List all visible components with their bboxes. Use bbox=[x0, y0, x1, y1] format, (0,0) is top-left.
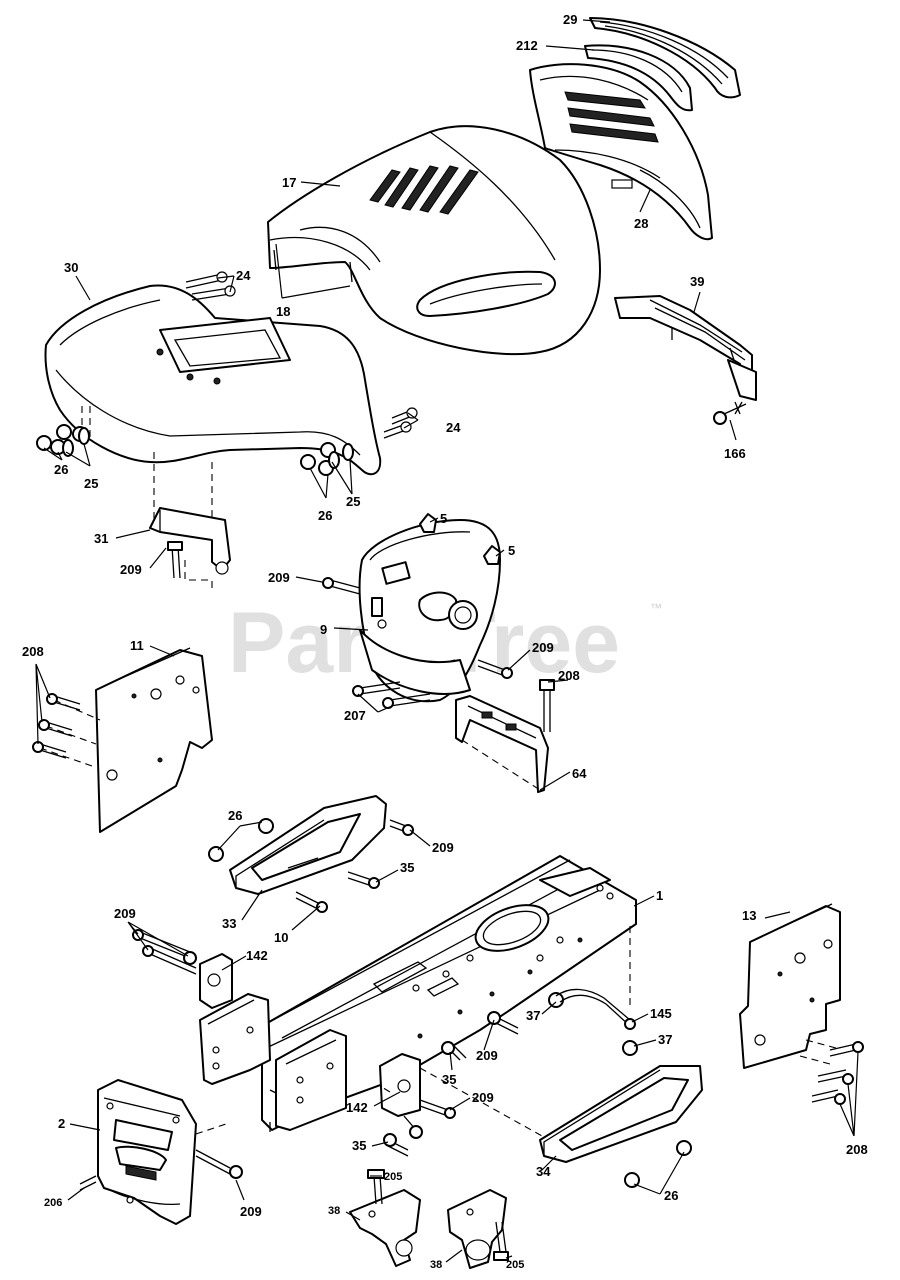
callout-26-c: 26 bbox=[228, 808, 242, 823]
callout-1: 1 bbox=[656, 888, 663, 903]
part-2-front-panel bbox=[79, 1079, 243, 1225]
callout-5-a: 5 bbox=[440, 511, 447, 526]
callout-33: 33 bbox=[222, 916, 236, 931]
callout-35-a: 35 bbox=[400, 860, 414, 875]
fasteners-26-25-right bbox=[300, 442, 354, 476]
callout-18: 18 bbox=[276, 304, 290, 319]
callout-206: 206 bbox=[44, 1197, 62, 1209]
callout-2: 2 bbox=[58, 1116, 65, 1131]
part-17-hood bbox=[267, 125, 601, 356]
callout-205-a: 205 bbox=[384, 1171, 402, 1183]
leader-lines bbox=[35, 19, 859, 1263]
front-bracket-left bbox=[132, 929, 271, 1085]
bolts-208-left bbox=[32, 693, 81, 759]
part-13-side-panel bbox=[739, 903, 841, 1069]
callout-9: 9 bbox=[320, 622, 327, 637]
callout-11: 11 bbox=[130, 638, 144, 653]
callout-205-b: 205 bbox=[506, 1259, 524, 1271]
callout-24-top: 24 bbox=[236, 268, 251, 283]
bolts-208-right bbox=[811, 1041, 864, 1105]
callout-37-a: 37 bbox=[526, 1008, 540, 1023]
part-64-bracket bbox=[455, 679, 555, 793]
callout-207: 207 bbox=[344, 708, 366, 723]
callout-10: 10 bbox=[274, 930, 288, 945]
callout-28: 28 bbox=[634, 216, 648, 231]
callout-13: 13 bbox=[742, 908, 756, 923]
bolts-209-dash bbox=[322, 577, 513, 679]
part-34-footrest bbox=[539, 1065, 703, 1188]
callout-142-a: 142 bbox=[246, 948, 268, 963]
callout-209-h: 209 bbox=[240, 1204, 262, 1219]
assembly-lines bbox=[195, 1067, 561, 1147]
part-1-frame bbox=[261, 855, 637, 1132]
callout-5-b: 5 bbox=[508, 543, 515, 558]
part-38-bracket-right bbox=[447, 1189, 509, 1269]
part-11-side-panel bbox=[39, 647, 213, 833]
screw-166 bbox=[713, 401, 747, 425]
callout-209-a: 209 bbox=[120, 562, 142, 577]
part-145-rod bbox=[555, 926, 636, 1030]
callout-212: 212 bbox=[516, 38, 538, 53]
watermark-trademark: ™ bbox=[650, 601, 662, 615]
callout-35-b: 35 bbox=[442, 1072, 456, 1087]
callout-26-left: 26 bbox=[54, 462, 68, 477]
callout-31: 31 bbox=[94, 531, 108, 546]
part-29-hood-trim bbox=[589, 17, 741, 99]
callout-209-g: 209 bbox=[472, 1090, 494, 1105]
fasteners-26-25-left bbox=[36, 406, 91, 457]
callout-17: 17 bbox=[282, 175, 296, 190]
part-33-footrest bbox=[208, 795, 414, 913]
callout-37-b: 37 bbox=[658, 1032, 672, 1047]
callout-38-a: 38 bbox=[328, 1205, 340, 1217]
callout-142-b: 142 bbox=[346, 1100, 368, 1115]
callout-24-side: 24 bbox=[446, 420, 461, 435]
knobs-5 bbox=[419, 513, 501, 565]
part-30-fender bbox=[44, 284, 382, 476]
callout-209-d: 209 bbox=[432, 840, 454, 855]
callout-64: 64 bbox=[572, 766, 587, 781]
part-212-lens bbox=[584, 44, 693, 112]
callout-208-b: 208 bbox=[558, 668, 580, 683]
callout-209-f: 209 bbox=[476, 1048, 498, 1063]
callout-208-c: 208 bbox=[846, 1142, 868, 1157]
callout-209-e: 209 bbox=[114, 906, 136, 921]
callout-26-d: 26 bbox=[664, 1188, 678, 1203]
part-38-bracket-left bbox=[349, 1169, 421, 1267]
part-9-dash-panel bbox=[358, 519, 501, 703]
part-31-bracket bbox=[149, 452, 231, 592]
callout-38-b: 38 bbox=[430, 1259, 442, 1271]
callout-209-c: 209 bbox=[532, 640, 554, 655]
bolts-frame-lower bbox=[383, 992, 638, 1157]
callout-29: 29 bbox=[563, 12, 577, 27]
callout-145: 145 bbox=[650, 1006, 672, 1021]
part-28-grille bbox=[529, 63, 713, 241]
callout-35-c: 35 bbox=[352, 1138, 366, 1153]
bolts-207 bbox=[352, 681, 431, 709]
callout-25-right: 25 bbox=[346, 494, 360, 509]
callout-39: 39 bbox=[690, 274, 704, 289]
callout-30: 30 bbox=[64, 260, 78, 275]
callout-166: 166 bbox=[724, 446, 746, 461]
part-142-bracket bbox=[379, 1053, 456, 1139]
callout-26-right: 26 bbox=[318, 508, 332, 523]
callout-25-left: 25 bbox=[84, 476, 98, 491]
callout-34: 34 bbox=[536, 1164, 551, 1179]
part-39-bracket bbox=[614, 295, 757, 401]
callout-labels: 29 212 17 28 18 30 24 24 39 166 26 25 26… bbox=[22, 12, 868, 1271]
callout-208-a: 208 bbox=[22, 644, 44, 659]
callout-209-b: 209 bbox=[268, 570, 290, 585]
